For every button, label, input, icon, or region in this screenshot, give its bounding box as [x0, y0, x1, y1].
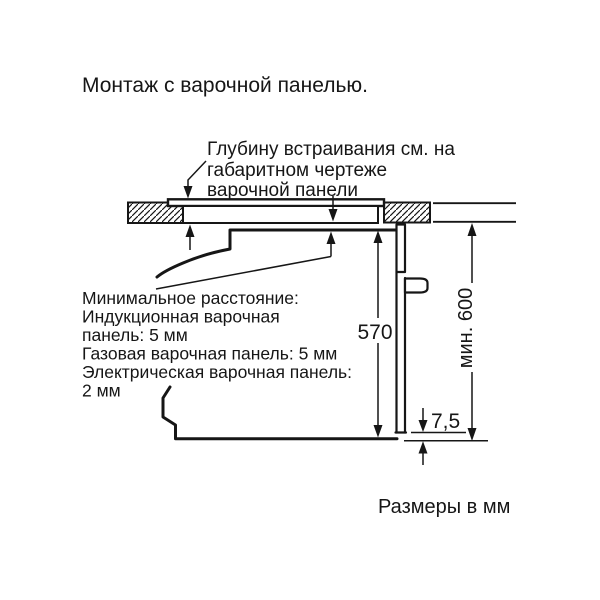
min-distance-leader-line [155, 255, 332, 290]
depth-leader-arrowhead [183, 186, 193, 199]
min-distance-line-4: Газовая варочная панель: 5 мм [82, 344, 337, 364]
min-distance-line-2: Индукционная варочная [82, 307, 280, 327]
dim-600-top-arrowhead [467, 223, 477, 236]
hob-top-lip [166, 198, 386, 208]
dimension-7-5: 7,5 [404, 408, 488, 465]
depth-note: Глубину встраивания см. на габаритном че… [207, 139, 455, 201]
dimension-570: 570 [357, 230, 393, 438]
dim-570-bottom-arrowhead [373, 425, 383, 438]
min-distance-line-3: панель: 5 мм [82, 325, 188, 345]
units-note: Размеры в мм [378, 496, 510, 518]
min-distance-left-arrowhead [185, 224, 195, 237]
dim-75-label: 7,5 [431, 410, 460, 433]
depth-note-line-3: варочной панели [207, 180, 358, 201]
min-distance-line-6: 2 мм [82, 381, 121, 401]
oven-top-profile [155, 228, 398, 279]
worktop-right-block [383, 201, 431, 224]
oven-door-handle [403, 277, 429, 294]
min-distance-center-arrowhead [326, 231, 336, 244]
hob-body [182, 205, 379, 224]
page-title: Монтаж с варочной панелью. [82, 74, 368, 97]
depth-note-leader [183, 160, 338, 222]
dim-75-up-arrowhead [418, 441, 428, 454]
min-distance-line-5: Электрическая варочная панель: [82, 362, 352, 382]
min-distance-line-1: Минимальное расстояние: [82, 288, 299, 308]
oven-outline [155, 223, 429, 441]
depth-note-line-1: Глубину встраивания см. на [207, 139, 455, 160]
depth-note-line-2: габаритном чертеже [207, 160, 387, 181]
dim-570-label: 570 [357, 321, 392, 344]
embedding-depth-arrowhead [328, 209, 338, 222]
min-distance-note: Минимальное расстояние: Индукционная вар… [82, 288, 352, 401]
dimension-min-600: мин. 600 [455, 223, 477, 441]
oven-control-panel-edge [395, 223, 407, 274]
dim-75-down-arrowhead [418, 420, 428, 432]
dim-600-bottom-arrowhead [467, 428, 477, 441]
dim-600-label: мин. 600 [455, 288, 477, 368]
dim-570-top-arrowhead [373, 230, 383, 243]
oven-left-and-bottom-profile [161, 385, 399, 441]
hob-cross-section [166, 198, 386, 224]
min-distance-arrows [155, 224, 336, 290]
